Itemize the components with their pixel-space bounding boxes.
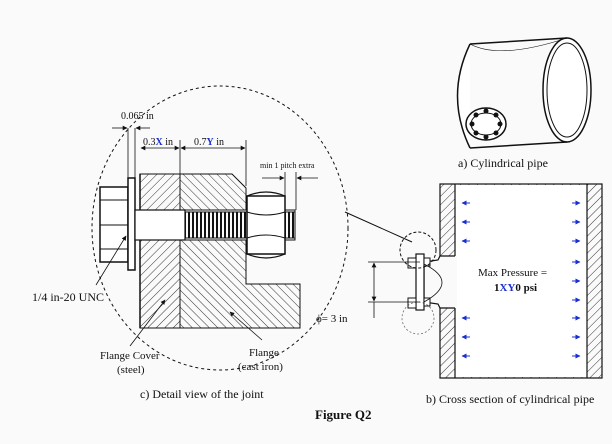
flange-cover-section bbox=[139, 173, 181, 329]
flange-label-line2: (cast iron) bbox=[238, 361, 283, 373]
pressure-arrows-right bbox=[572, 200, 581, 359]
pressure-label-line2: 1XY0 psi bbox=[494, 282, 537, 294]
zoom-circle bbox=[399, 231, 437, 269]
cross-section-panel: ϕ= 3 in Max Pressure = 1XY0 psi b) Cross… bbox=[316, 183, 603, 406]
detail-circle bbox=[91, 85, 349, 371]
cylindrical-pipe-panel: a) Cylindrical pipe bbox=[456, 37, 592, 170]
diameter-label: ϕ= 3 in bbox=[316, 313, 348, 325]
detail-view-panel: 0.065 in 0.3X in 0.7Y in min 1 pitch ext… bbox=[32, 85, 413, 401]
nut bbox=[246, 191, 286, 259]
washer bbox=[127, 177, 136, 271]
dim-min-pitch: min 1 pitch extra bbox=[260, 161, 315, 170]
detail-leader bbox=[344, 211, 413, 243]
panel-c-caption: c) Detail view of the joint bbox=[140, 387, 264, 401]
figure-title: Figure Q2 bbox=[315, 407, 371, 422]
cover-label-line1: Flange Cover bbox=[100, 350, 160, 362]
panel-b-caption: b) Cross section of cylindrical pipe bbox=[426, 392, 594, 406]
flange-label-line1: Flange bbox=[249, 347, 279, 359]
bolt-shank bbox=[134, 209, 186, 241]
dim-cover-thickness: 0.3X in bbox=[143, 137, 173, 148]
dim-flange-thickness: 0.7Y in bbox=[194, 137, 224, 148]
cover-label-line2: (steel) bbox=[117, 364, 145, 376]
panel-a-caption: a) Cylindrical pipe bbox=[458, 156, 548, 170]
bolt-label: 1/4 in-20 UNC bbox=[32, 290, 104, 304]
pressure-label-line1: Max Pressure = bbox=[478, 267, 547, 279]
dim-head-thickness: 0.065 in bbox=[121, 111, 154, 122]
pressure-arrows-left bbox=[461, 200, 470, 359]
